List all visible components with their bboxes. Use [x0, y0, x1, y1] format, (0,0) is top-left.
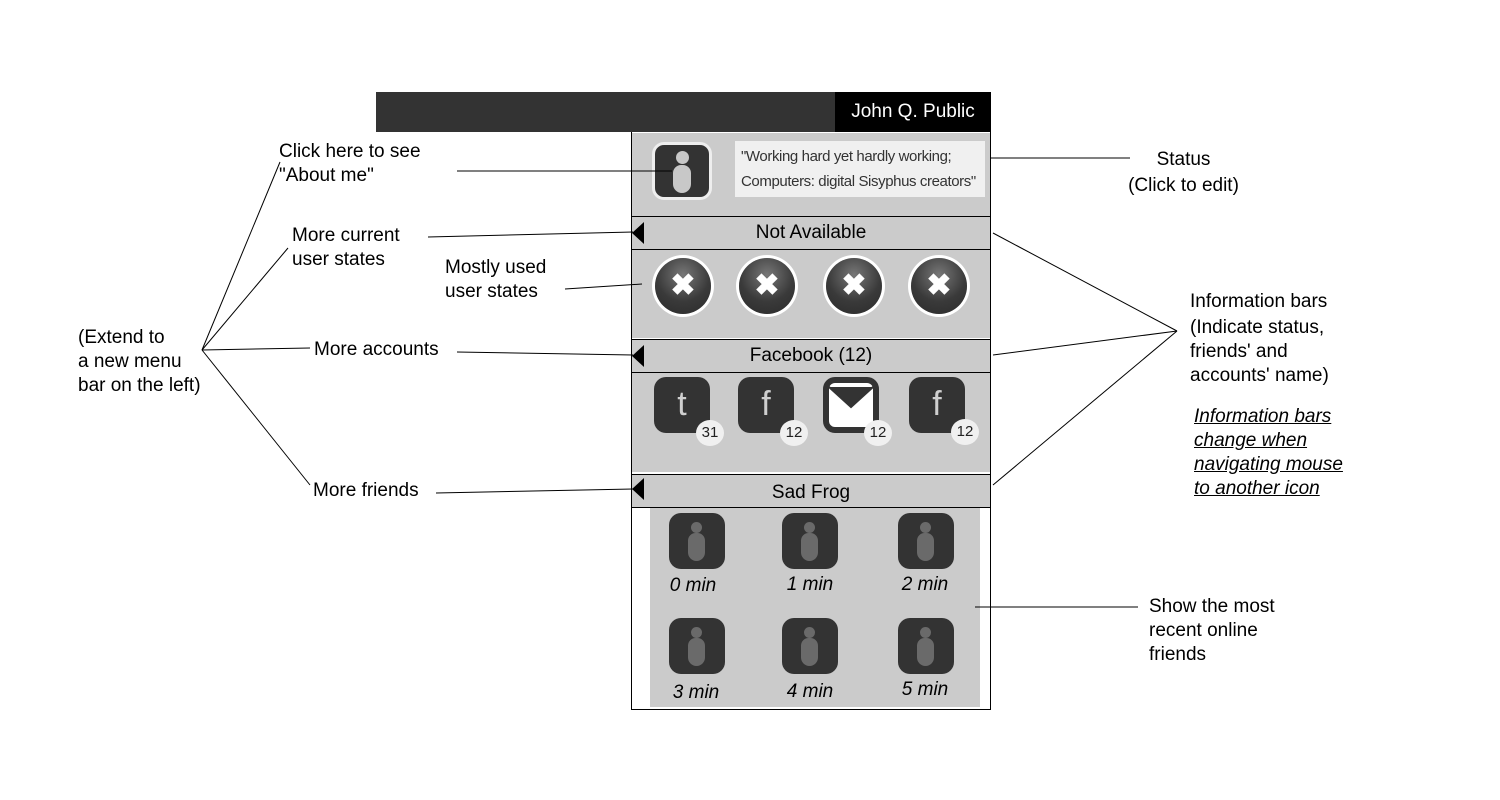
info-bar-friend-label: Sad Frog: [771, 482, 851, 503]
friend-button[interactable]: [669, 618, 725, 674]
friend-button[interactable]: [782, 618, 838, 674]
status-line: "Working hard yet hardly working;: [741, 148, 952, 165]
leader-line-more-states: [427, 231, 634, 238]
friend-last-seen: 2 min: [901, 574, 949, 595]
close-icon: ✖: [670, 269, 696, 302]
friend-button[interactable]: [782, 513, 838, 569]
friend-last-seen: 1 min: [786, 574, 834, 595]
more-accounts-arrow-icon[interactable]: [632, 345, 644, 367]
status-line: Computers: digital Sisyphus creators": [741, 173, 976, 190]
facebook-icon: f: [761, 385, 771, 423]
annotation-status: Status (Click to edit): [1128, 149, 1239, 196]
info-bar-state[interactable]: Not Available: [632, 216, 990, 250]
user-name[interactable]: John Q. Public: [835, 92, 991, 132]
leader-line-info-3: [992, 330, 1178, 486]
annotation-extend: (Extend to a new menu bar on the left): [78, 327, 201, 396]
info-bar-account[interactable]: Facebook (12): [632, 339, 990, 373]
annotation-mostly-used: Mostly used user states: [445, 257, 547, 302]
friend-last-seen: 4 min: [786, 681, 834, 702]
friend-button[interactable]: [669, 513, 725, 569]
leader-line-more-accounts: [456, 351, 634, 356]
info-bar-friend[interactable]: Sad Frog: [632, 474, 990, 508]
annotation-about-me: Click here to see "About me": [279, 141, 421, 186]
user-state-button[interactable]: ✖: [826, 258, 882, 314]
annotation-more-friends: More friends: [313, 480, 419, 501]
friend-last-seen: 0 min: [669, 575, 717, 596]
user-state-button[interactable]: ✖: [739, 258, 795, 314]
annotation-more-states: More current user states: [292, 225, 400, 270]
account-count-badge: 12: [864, 420, 892, 446]
leader-line-extend-1: [201, 161, 281, 351]
annotation-info-note: Information bars change when navigating …: [1194, 406, 1343, 499]
more-states-arrow-icon[interactable]: [632, 222, 644, 244]
leader-line-extend-2: [201, 247, 289, 351]
friend-last-seen: 3 min: [672, 682, 720, 703]
mail-icon: [829, 386, 873, 409]
info-bar-account-label: Facebook (12): [749, 345, 873, 366]
friend-button[interactable]: [898, 618, 954, 674]
annotation-more-accounts: More accounts: [314, 339, 439, 360]
account-count-badge: 12: [951, 419, 979, 445]
status-text[interactable]: "Working hard yet hardly working; Comput…: [735, 141, 985, 197]
annotation-info-bars: Information bars (Indicate status, frien…: [1190, 291, 1329, 386]
more-friends-arrow-icon[interactable]: [632, 478, 644, 500]
close-icon: ✖: [841, 269, 867, 302]
leader-line-extend-3: [201, 347, 311, 351]
leader-line-info-2: [992, 330, 1178, 356]
friend-last-seen: 5 min: [901, 679, 949, 700]
close-icon: ✖: [754, 269, 780, 302]
info-bar-state-label: Not Available: [755, 222, 867, 243]
account-button-mail[interactable]: [823, 377, 879, 433]
about-me-button[interactable]: [652, 142, 712, 200]
leader-line-extend-4: [201, 349, 311, 486]
facebook-icon: f: [932, 385, 942, 423]
account-count-badge: 12: [780, 420, 808, 446]
leader-line-more-friends: [435, 488, 634, 494]
tumblr-icon: t: [677, 385, 687, 423]
leader-line-info-1: [992, 232, 1178, 332]
close-icon: ✖: [926, 269, 952, 302]
user-state-button[interactable]: ✖: [911, 258, 967, 314]
annotation-recent-friends: Show the most recent online friends: [1149, 596, 1275, 665]
friend-button[interactable]: [898, 513, 954, 569]
account-count-badge: 31: [696, 420, 724, 446]
user-state-button[interactable]: ✖: [655, 258, 711, 314]
